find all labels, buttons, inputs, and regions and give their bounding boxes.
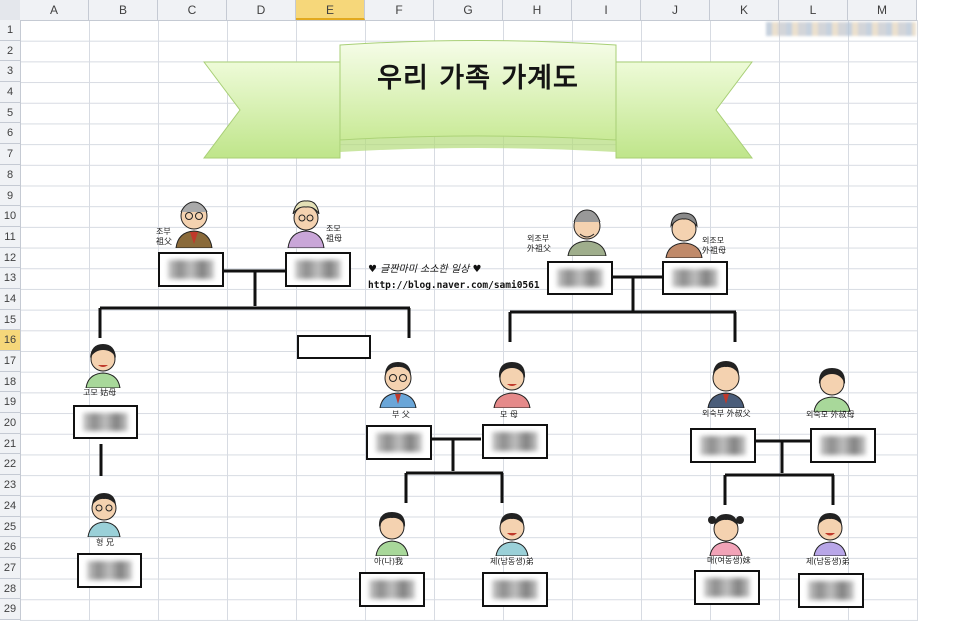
row-header-6[interactable]: 6 [0, 123, 20, 145]
row-header-11[interactable]: 11 [0, 227, 20, 248]
maternal-grandfather-label: 외조부 外祖父 [527, 234, 551, 253]
aunt-label: 고모 姑母 [83, 388, 117, 397]
column-header-k[interactable]: K [710, 0, 779, 20]
row-header-23[interactable]: 23 [0, 475, 20, 496]
row-header-29[interactable]: 29 [0, 599, 20, 620]
name-box-maternal-grandmother[interactable] [662, 261, 728, 295]
column-header-l[interactable]: L [779, 0, 848, 20]
mother-label: 모 母 [500, 410, 518, 419]
column-header-i[interactable]: I [572, 0, 641, 20]
younger-brother-label: 제(남동생)弟 [490, 557, 534, 566]
me-figure-icon [375, 512, 409, 556]
row-header-13[interactable]: 13 [0, 268, 20, 289]
row-header-21[interactable]: 21 [0, 434, 20, 455]
row-header-4[interactable]: 4 [0, 82, 20, 103]
sheet-margin [918, 20, 966, 621]
column-header-a[interactable]: A [20, 0, 89, 20]
grandmother-label: 조모 祖母 [326, 224, 342, 243]
name-box-mother[interactable] [482, 424, 548, 459]
row-header-27[interactable]: 27 [0, 558, 20, 579]
name-box-maternal-grandfather[interactable] [547, 261, 613, 295]
row-header-22[interactable]: 22 [0, 454, 20, 476]
row-header-8[interactable]: 8 [0, 165, 20, 186]
column-header-b[interactable]: B [89, 0, 158, 20]
row-header-9[interactable]: 9 [0, 186, 20, 207]
brother-figure-icon [87, 493, 121, 537]
cousin-label: 제(남동생)弟 [806, 557, 850, 566]
page-title: 우리 가족 가계도 [377, 63, 579, 94]
row-header-17[interactable]: 17 [0, 351, 20, 372]
column-header-c[interactable]: C [158, 0, 227, 20]
name-box-grandmother[interactable] [285, 252, 351, 287]
row-header-1[interactable]: 1 [0, 20, 20, 41]
brother-label: 형 兄 [96, 538, 114, 547]
row-header-19[interactable]: 19 [0, 392, 20, 414]
name-box-maternal-uncle[interactable] [690, 428, 756, 463]
row-header-3[interactable]: 3 [0, 61, 20, 83]
column-header-j[interactable]: J [641, 0, 710, 20]
name-box-maternal-aunt[interactable] [810, 428, 876, 463]
column-header-g[interactable]: G [434, 0, 503, 20]
maternal-aunt-figure-icon [813, 368, 851, 412]
name-box-younger-brother[interactable] [482, 572, 548, 607]
row-header-15[interactable]: 15 [0, 310, 20, 331]
name-box-brother[interactable] [77, 553, 142, 588]
row-header-2[interactable]: 2 [0, 41, 20, 62]
row-header-18[interactable]: 18 [0, 372, 20, 393]
blog-url[interactable]: http://blog.naver.com/sami0561 [368, 280, 540, 291]
blurred-text [766, 22, 916, 36]
row-header-25[interactable]: 25 [0, 517, 20, 538]
mother-figure-icon [493, 362, 531, 408]
maternal-uncle-label: 외숙부 外叔父 [702, 409, 751, 418]
grandfather-figure-icon [175, 201, 213, 248]
maternal-grandmother-figure-icon [665, 212, 703, 258]
maternal-aunt-label: 외숙모 外叔母 [806, 410, 855, 419]
younger-sister-figure-icon [708, 514, 744, 556]
name-box-grandfather[interactable] [158, 252, 224, 287]
row-header-28[interactable]: 28 [0, 579, 20, 600]
younger-sister-label: 매(여동생)妹 [707, 556, 751, 565]
grandmother-figure-icon [287, 200, 325, 248]
father-label: 부 父 [392, 410, 410, 419]
maternal-grandmother-label: 외조모 外祖母 [702, 236, 726, 255]
name-box-me[interactable] [359, 572, 425, 607]
name-box-younger-sister[interactable] [694, 570, 760, 605]
column-header-h[interactable]: H [503, 0, 572, 20]
row-header-7[interactable]: 7 [0, 144, 20, 165]
column-header-f[interactable]: F [365, 0, 434, 20]
title-ribbon [203, 40, 753, 159]
row-header-26[interactable]: 26 [0, 537, 20, 558]
blog-tagline: ♥ 글짠마미 소소한 일상 ♥ [368, 264, 482, 275]
column-header-m[interactable]: M [848, 0, 917, 20]
selected-cell-box[interactable] [297, 335, 371, 359]
name-box-aunt[interactable] [73, 405, 138, 439]
name-box-cousin[interactable] [798, 573, 864, 608]
maternal-grandfather-figure-icon [567, 209, 607, 256]
father-figure-icon [379, 362, 417, 408]
column-header-d[interactable]: D [227, 0, 296, 20]
row-header-12[interactable]: 12 [0, 248, 20, 269]
cousin-figure-icon [813, 513, 847, 556]
row-header-5[interactable]: 5 [0, 103, 20, 124]
row-header-10[interactable]: 10 [0, 206, 20, 227]
row-header-20[interactable]: 20 [0, 413, 20, 434]
grandfather-label: 조부 祖父 [156, 227, 172, 246]
row-header-24[interactable]: 24 [0, 496, 20, 517]
column-header-e[interactable]: E [296, 0, 365, 20]
younger-brother-figure-icon [495, 513, 529, 556]
me-label: 아(나)我 [374, 557, 403, 566]
aunt-figure-icon [85, 344, 121, 388]
name-box-father[interactable] [366, 425, 432, 460]
row-header-16[interactable]: 16 [0, 330, 20, 351]
maternal-uncle-figure-icon [707, 361, 745, 408]
row-header-14[interactable]: 14 [0, 289, 20, 310]
